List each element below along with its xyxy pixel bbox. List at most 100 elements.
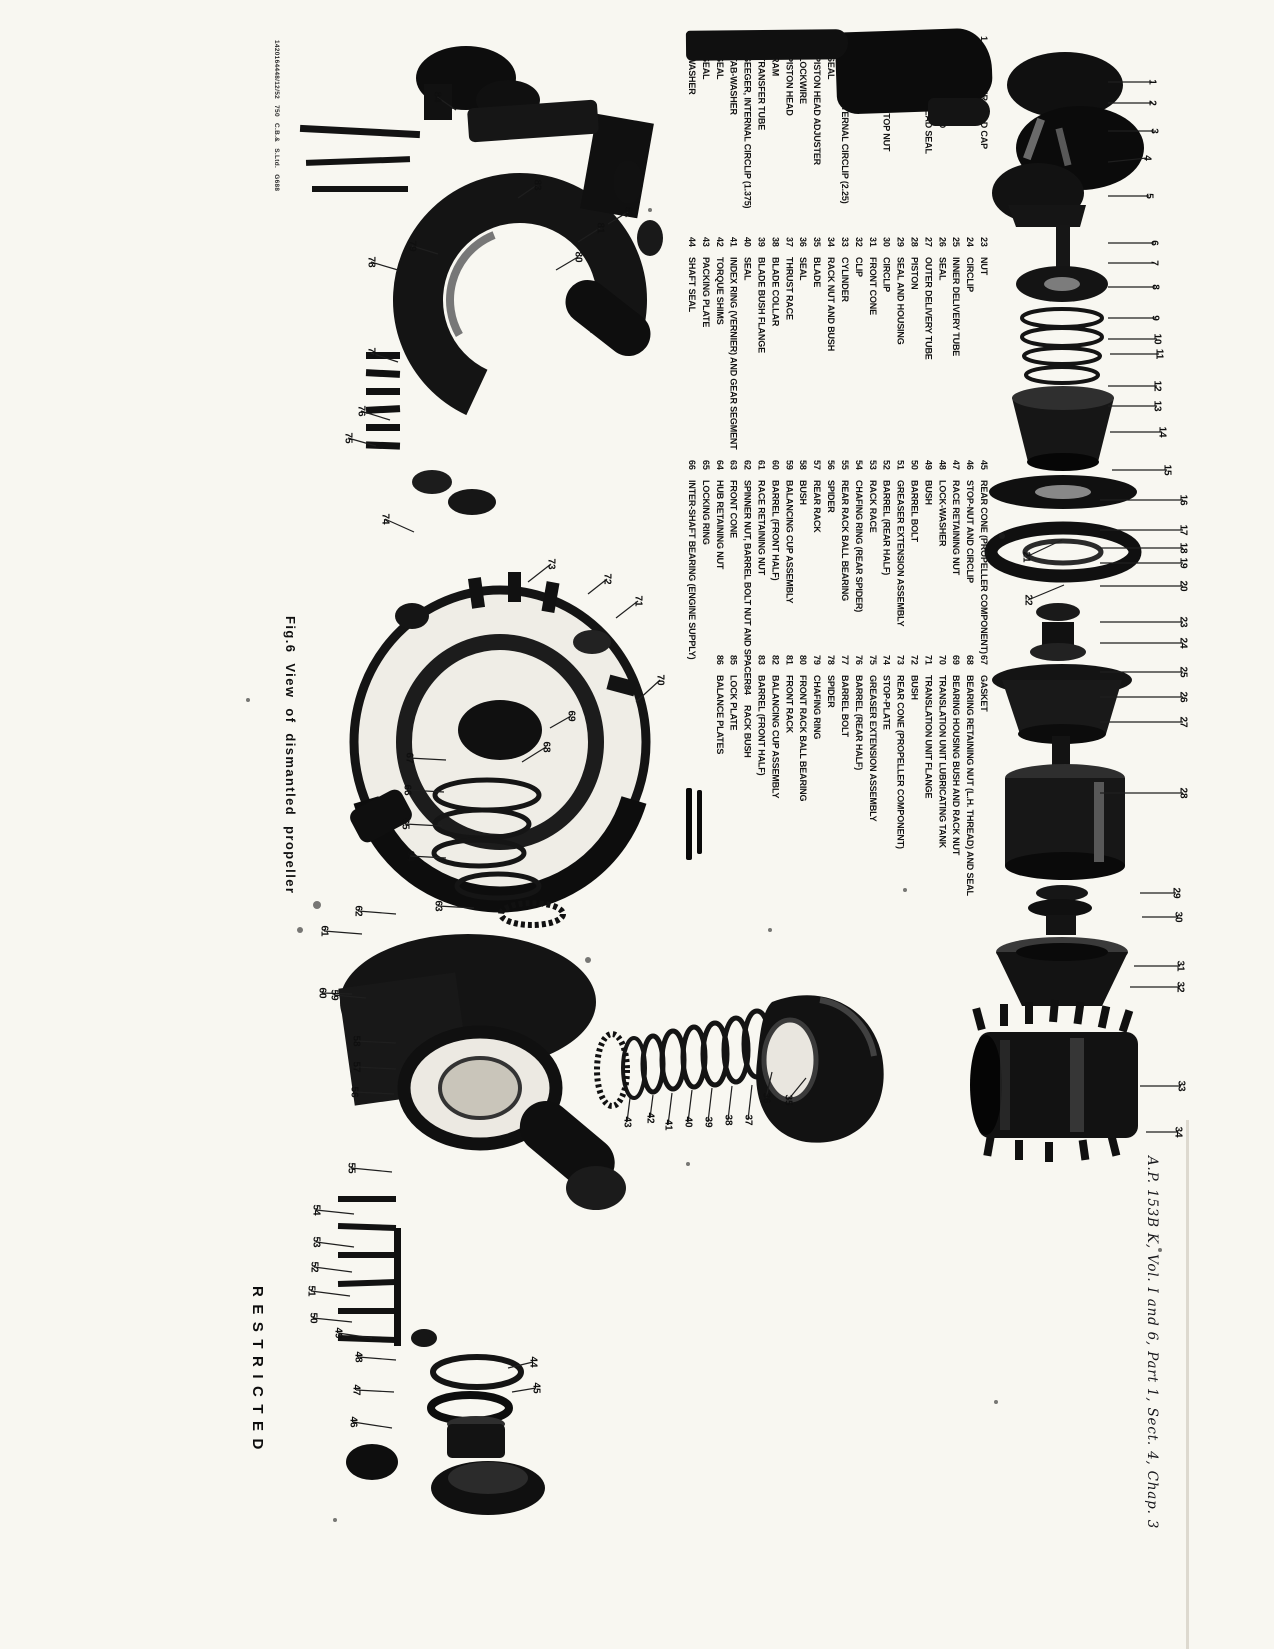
spinner-cone-group [594, 995, 884, 1143]
part-item: 43PACKING PLATE [698, 237, 712, 460]
callout-leader [687, 1089, 693, 1123]
callout-number: 61 [318, 925, 330, 937]
callout-number: 55 [345, 1162, 357, 1174]
callout-leader [406, 789, 445, 793]
part-item: 85LOCK PLATE [726, 655, 740, 730]
part-name: BUSH [798, 480, 809, 505]
part-item: 54CHAFING RING (REAR SPIDER) [851, 460, 865, 655]
part-name: LOCKWIRE [798, 56, 809, 104]
part-name: STOP-NUT AND CIRCLIP [965, 480, 976, 584]
publication-reference: A.P. 153B K, Vol. I and 6, Part 1, Sect.… [1144, 1156, 1160, 1530]
callout-leader [355, 1066, 397, 1070]
callout-number: 65 [399, 818, 411, 830]
callout-leader [649, 1094, 654, 1119]
callout-number: 76 [355, 405, 367, 417]
callout-number: 83 [531, 179, 543, 191]
part-number: 52 [881, 460, 892, 470]
part-name: SEAL AND HOUSING [895, 257, 906, 345]
part-name: SEAL [826, 56, 837, 80]
part-name: FRONT RACK [784, 675, 795, 733]
callout-number: 69 [565, 710, 577, 722]
callout-leader [337, 1332, 373, 1339]
callout-number: 38 [722, 1114, 734, 1126]
part-name: CIRCLIP [881, 257, 892, 292]
callout-leader [315, 1241, 355, 1248]
part-number: 70 [937, 655, 948, 665]
part-number: 29 [895, 237, 906, 247]
callout-number: 52 [308, 1261, 320, 1273]
part-item: 27OUTER DELIVERY TUBE [920, 237, 934, 460]
callout-number: 58 [350, 1035, 362, 1047]
callout-number: 2 [1146, 100, 1158, 106]
scan-ink-mark [686, 788, 692, 860]
part-item: 24CIRCLIP [962, 237, 976, 460]
part-item: 34RACK NUT AND BUSH [823, 237, 837, 460]
part-name: INNER DELIVERY TUBE [951, 257, 962, 357]
part-name: CIRCLIP [965, 257, 976, 292]
part-item: 29SEAL AND HOUSING [893, 237, 907, 460]
callout-leader [323, 930, 363, 935]
callout-number: 54 [310, 1204, 322, 1216]
part-name: BALANCING CUP ASSEMBLY [770, 675, 781, 799]
part-item: 75GREASER EXTENSION ASSEMBLY [865, 655, 879, 821]
callout-leader [408, 757, 447, 761]
scan-ink-blob [685, 29, 849, 61]
part-item: 30CIRCLIP [879, 237, 893, 460]
part-item: 42TORQUE SHIMS [712, 237, 726, 460]
callout-leader [1027, 584, 1065, 601]
callout-number: 49 [332, 1327, 344, 1339]
callout-leader [549, 715, 572, 729]
callout-leader [765, 1071, 773, 1099]
part-name: BLADE BUSH FLANGE [756, 257, 767, 353]
part-name: CYLINDER [839, 257, 850, 302]
part-item: 47RACE RETAINING NUT [948, 460, 962, 655]
part-number: 33 [839, 237, 850, 247]
callout-leader [517, 184, 538, 199]
part-number: 31 [867, 237, 878, 247]
part-item: 44SHAFT SEAL [684, 237, 698, 460]
paper-crease [1186, 1120, 1189, 1649]
part-name: BARREL (REAR HALF) [881, 480, 892, 576]
part-item: 61RACE RETAINING NUT [754, 460, 768, 655]
part-item: 53RACK RACE [865, 460, 879, 655]
part-number: 86 [714, 655, 725, 665]
callout-number: 56 [348, 1086, 360, 1098]
part-number: 85 [728, 655, 739, 665]
part-name: BARREL (FRONT HALF) [770, 480, 781, 581]
callout-number: 73 [545, 558, 557, 570]
part-item: 23NUT [976, 237, 990, 460]
part-item: 72BUSH [907, 655, 921, 700]
part-number: 72 [909, 655, 920, 665]
callout-number: 9 [1149, 315, 1161, 321]
part-number: 56 [826, 460, 837, 470]
callout-leader [350, 1167, 393, 1173]
part-item: 46STOP-NUT AND CIRCLIP [962, 460, 976, 655]
part-item: 32CLIP [851, 237, 865, 460]
part-item: 36SEAL [795, 237, 809, 460]
callout-number: 50 [307, 1312, 319, 1324]
part-name: SEAL [700, 56, 711, 80]
part-item: 78SPIDER [823, 655, 837, 708]
part-item: 55REAR RACK BALL BEARING [837, 460, 851, 655]
callout-leader [355, 1040, 397, 1044]
part-number: 59 [784, 460, 795, 470]
part-number: 64 [714, 460, 725, 470]
part-name: LOCK-WASHER [937, 480, 948, 547]
part-number: 50 [909, 460, 920, 470]
part-name: FRONT CONE [867, 257, 878, 315]
part-number: 39 [756, 237, 767, 247]
callout-leader [333, 994, 367, 999]
scan-specks [246, 208, 1162, 1522]
part-number: 74 [881, 655, 892, 665]
callout-leader [1107, 157, 1148, 163]
part-name: GREASER EXTENSION ASSEMBLY [895, 480, 906, 627]
part-name: WASHER [686, 56, 697, 95]
callout-leader [355, 1389, 395, 1393]
part-item: 38BLADE COLLAR [768, 237, 782, 460]
callout-leader [321, 992, 353, 995]
exploded-chain [970, 52, 1144, 1162]
callout-leader [370, 352, 399, 363]
part-number: 47 [951, 460, 962, 470]
part-name: BLADE COLLAR [770, 257, 781, 327]
part-number: 45 [979, 460, 989, 470]
